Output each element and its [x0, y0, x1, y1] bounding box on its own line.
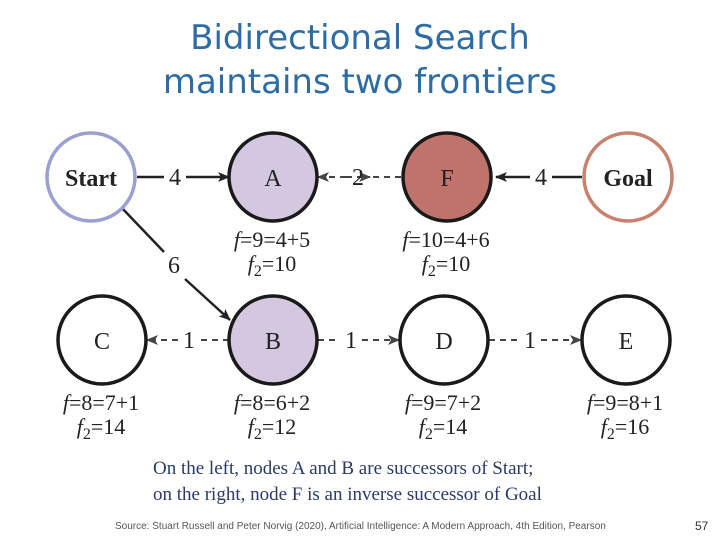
- node-d-f: f=9=7+2: [405, 390, 481, 415]
- edge-b-c: 1: [146, 328, 229, 354]
- edge-weight-start-a: 4: [169, 165, 181, 191]
- fvalues-f: f=10=4+6 f2=10: [402, 227, 489, 280]
- node-start-label: Start: [65, 166, 117, 192]
- page-number: 57: [695, 519, 709, 533]
- node-f-label: F: [440, 166, 453, 192]
- fvalues-d: f=9=7+2 f2=14: [405, 390, 481, 443]
- fvalues-b: f=8=6+2 f2=12: [234, 390, 310, 443]
- node-goal: Goal: [582, 131, 674, 223]
- caption: On the left, nodes A and B are successor…: [153, 456, 623, 508]
- edge-start-a: 4: [137, 165, 230, 191]
- edge-a-f: 2: [317, 165, 401, 191]
- node-b: B: [227, 294, 319, 386]
- node-b-f2: f2=12: [248, 414, 297, 443]
- node-start: Start: [45, 131, 137, 223]
- node-e: E: [580, 294, 672, 386]
- edge-weight-d-e: 1: [524, 328, 536, 354]
- node-c-label: C: [94, 329, 110, 355]
- node-b-label: B: [265, 329, 281, 355]
- caption-line-1: On the left, nodes A and B are successor…: [153, 458, 534, 479]
- node-e-f: f=9=8+1: [587, 390, 663, 415]
- title-line-2: maintains two frontiers: [162, 62, 558, 102]
- node-a: A: [227, 131, 319, 223]
- node-c-f2: f2=14: [77, 414, 126, 443]
- fvalues-c: f=8=7+1 f2=14: [63, 390, 139, 443]
- edge-d-e: 1: [489, 328, 582, 354]
- edge-goal-f: 4: [495, 165, 582, 191]
- edge-weight-b-c: 1: [183, 328, 195, 354]
- fvalues-e: f=9=8+1 f2=16: [587, 390, 663, 443]
- node-goal-label: Goal: [603, 166, 653, 192]
- node-f: F: [401, 131, 493, 223]
- node-e-label: E: [619, 329, 634, 355]
- edge-weight-start-b: 6: [168, 253, 180, 279]
- node-a-label: A: [264, 166, 282, 192]
- edge-weight-b-d: 1: [345, 328, 357, 354]
- node-f-f2: f2=10: [422, 251, 471, 280]
- node-a-f2: f2=10: [248, 251, 297, 280]
- slide-title: Bidirectional Search maintains two front…: [0, 16, 720, 104]
- edge-weight-a-f: 2: [352, 165, 364, 191]
- edge-weight-goal-f: 4: [535, 165, 547, 191]
- edge-start-b: 6: [120, 206, 231, 321]
- node-b-f: f=8=6+2: [234, 390, 310, 415]
- node-e-f2: f2=16: [601, 414, 650, 443]
- node-c-f: f=8=7+1: [63, 390, 139, 415]
- node-d-f2: f2=14: [419, 414, 468, 443]
- title-line-1: Bidirectional Search: [190, 18, 530, 58]
- node-d: D: [398, 294, 490, 386]
- node-d-label: D: [435, 329, 452, 355]
- caption-line-2: on the right, node F is an inverse succe…: [153, 484, 542, 505]
- node-c: C: [56, 294, 148, 386]
- source-citation: Source: Stuart Russell and Peter Norvig …: [115, 521, 606, 532]
- node-a-f: f=9=4+5: [234, 227, 310, 252]
- fvalues-a: f=9=4+5 f2=10: [234, 227, 310, 280]
- edge-b-d: 1: [318, 328, 400, 354]
- node-f-f: f=10=4+6: [402, 227, 489, 252]
